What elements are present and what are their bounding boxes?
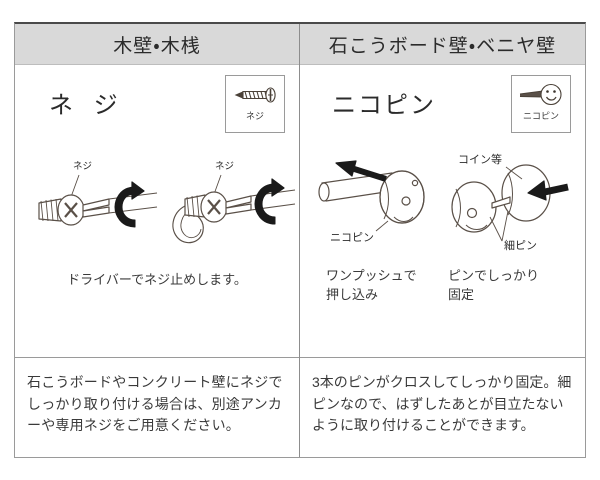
smiley-pin-icon <box>517 76 565 112</box>
note-text: 3本のピンがクロスしてしっかり固定。細ピンなので、はずしたあとが目立たないように… <box>312 374 572 434</box>
caption-line-2: 固定 <box>448 286 475 302</box>
instruction-table: 木壁・木桟 ネ ジ ネ <box>14 22 586 458</box>
part-name-label: ニコピン <box>332 92 436 119</box>
caption-line-2: 押し込み <box>326 286 379 302</box>
caption-line-1: ピンでしっかり <box>448 268 540 283</box>
figure-screw-driver-hook: ネジ <box>165 149 297 262</box>
figure-callout-bottom-label: 細ピン <box>504 238 537 252</box>
figure-callout-label: ニコピン <box>330 231 374 244</box>
figure-pin-push: ニコピン <box>314 145 442 260</box>
part-chip-label: ニコピン <box>522 111 559 121</box>
figure-screw-driver: ネジ <box>31 149 161 262</box>
part-chip-screw: ネジ <box>225 75 285 133</box>
caption-band-screw: ドライバーでネジ止めします。 <box>15 265 299 323</box>
column-header-label: 木壁・木桟 <box>113 35 201 57</box>
note-plasterboard-wall: 3本のピンがクロスしてしっかり固定。細ピンなので、はずしたあとが目立たないように… <box>300 357 585 457</box>
figure-caption-push: ワンプッシュで 押し込み <box>326 267 417 305</box>
note-text: 石こうボードやコンクリート壁にネジでしっかり取り付ける場合は、別途アンカーや専用… <box>27 374 283 434</box>
figure-callout-label: ネジ <box>73 161 92 172</box>
part-row-screw: ネ ジ ネジ <box>15 65 299 145</box>
screw-icon <box>231 76 279 112</box>
figure-coin-press: コイン等 細ピン <box>440 145 582 260</box>
column-header-wood: 木壁・木桟 <box>15 24 299 65</box>
figure-caption: ドライバーでネジ止めします。 <box>67 272 247 287</box>
column-wood-wall: 木壁・木桟 ネ ジ ネ <box>15 24 300 457</box>
part-chip-label: ネジ <box>245 111 264 121</box>
caption-line-1: ワンプッシュで <box>326 268 417 283</box>
part-chip-pin: ニコピン <box>511 75 571 133</box>
figure-callout-label: ネジ <box>215 161 234 172</box>
figure-band-screw: ネジ <box>15 145 299 265</box>
figure-band-pin: ニコピン <box>300 145 585 265</box>
column-header-label: 石こうボード壁・ベニヤ壁 <box>328 35 557 57</box>
note-wood-wall: 石こうボードやコンクリート壁にネジでしっかり取り付ける場合は、別途アンカーや専用… <box>15 357 299 457</box>
column-plasterboard-wall: 石こうボード壁・ベニヤ壁 ニコピン <box>300 24 585 457</box>
figure-caption-fix: ピンでしっかり 固定 <box>448 267 539 305</box>
part-name-label: ネ ジ <box>49 92 125 119</box>
caption-band-pin: ワンプッシュで 押し込み ピンでしっかり 固定 <box>300 265 585 323</box>
column-header-plasterboard: 石こうボード壁・ベニヤ壁 <box>300 24 585 65</box>
part-row-pin: ニコピン ニコピン <box>300 65 585 145</box>
figure-callout-top-label: コイン等 <box>458 152 502 166</box>
